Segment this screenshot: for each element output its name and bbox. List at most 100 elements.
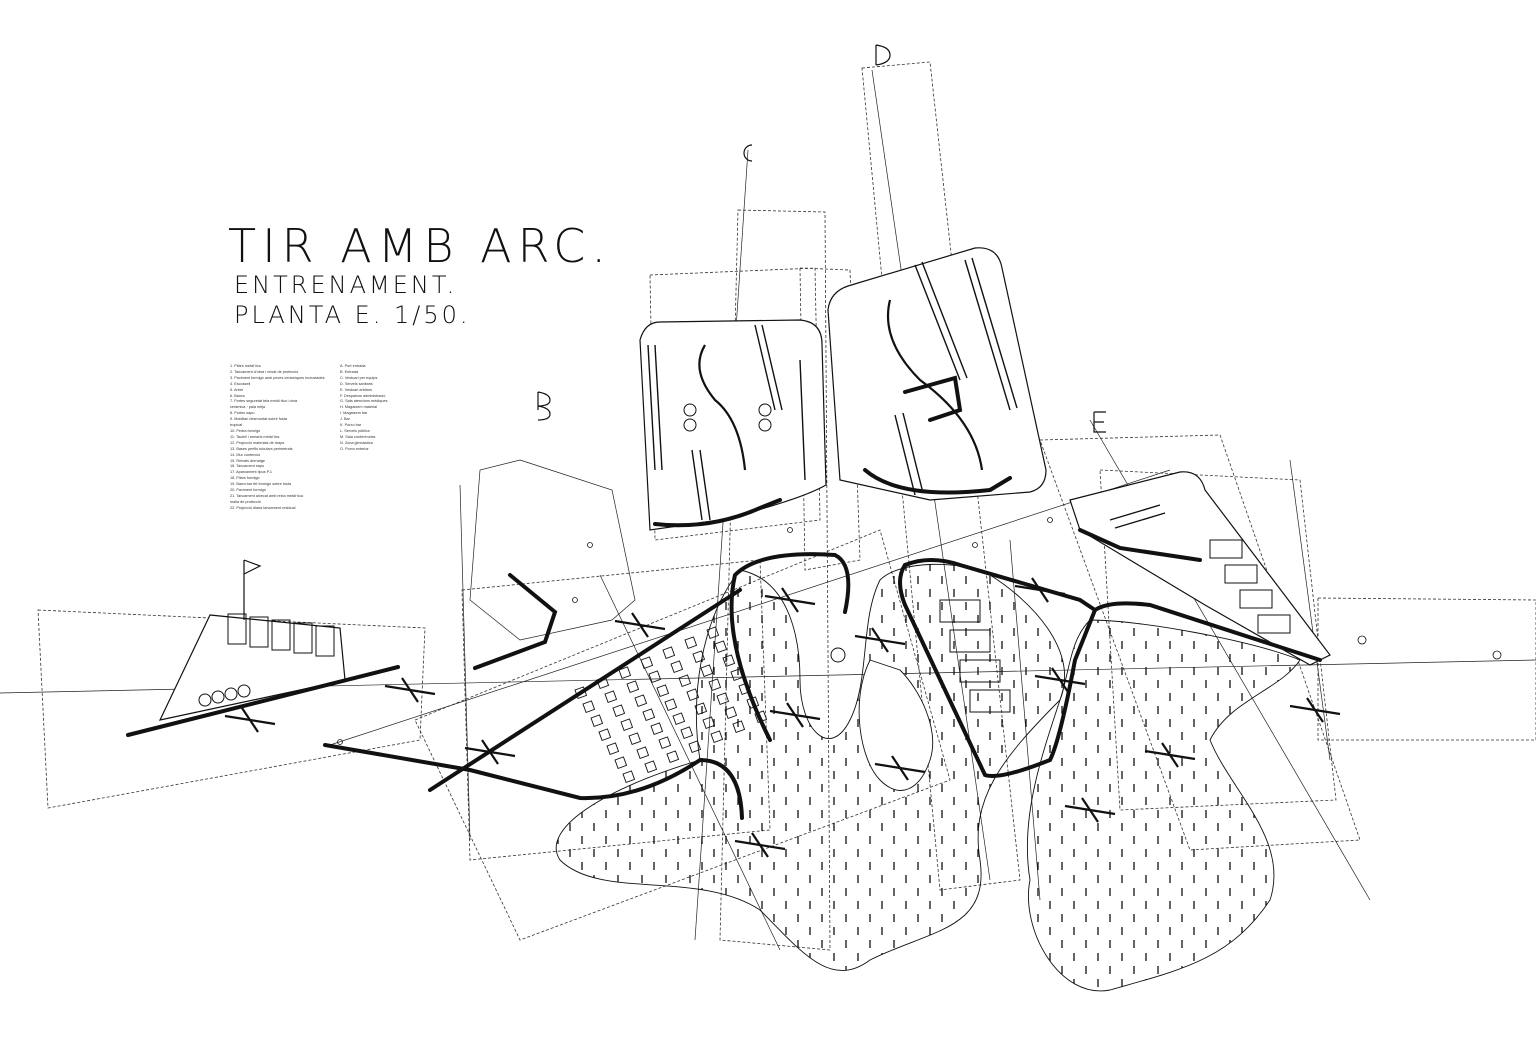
legend-item: I. Magatzem bar [340,411,368,416]
seat-square [684,636,698,650]
legend-item: 9. Mobiliari desmuntat sobre fusta [230,417,287,422]
seat-square [722,654,736,668]
legend-item: 14. Mur contenció [230,452,261,457]
legend-item: 1. Pilars metàl·lics [230,364,261,368]
column-points [337,517,1502,745]
seat-square [648,670,662,684]
seat-square [628,732,642,746]
seat-square [714,640,728,654]
grass-zones [555,563,1301,992]
legend-item: D. Serveis sanitaris [340,381,373,386]
seat-square [626,680,640,694]
seat-square [642,708,656,722]
seat-square [644,760,658,774]
target-marker [224,707,276,733]
target-marker [874,755,926,781]
title-line-1: TIR AMB ARC. [228,219,613,273]
legend-item: 15. Reixats drenatge [230,458,266,463]
seat-square [716,692,730,706]
target-marker [1144,742,1196,768]
seat-square [706,626,720,640]
seat-square [732,720,746,734]
target-marker [764,587,816,613]
seat-square [672,712,686,726]
curved-arcs [698,299,984,471]
seat-square [724,706,738,720]
title-line-2: ENTRENAMENT. [234,271,458,299]
target-marker [1014,577,1066,603]
seat-square [634,694,648,708]
legend-item: A. Port entrada [340,364,366,368]
target-marker [1064,797,1116,823]
target-marker [464,739,516,765]
legend-item: 6. Bancs [230,393,245,398]
seat-square [692,650,706,664]
seat-square [664,698,678,712]
legend-item: 10. Pedra formigó [230,428,261,433]
legend-item: H. Magatzem material [340,405,378,410]
benches [647,257,1166,529]
legend-item: E. Vestuari arbitres [340,387,373,392]
legend-item: 11. Taulell i armaris metàl·lics [230,434,280,439]
legend-item: 20. Paviment formigó [230,488,266,493]
target-marker [1034,667,1086,693]
target-marker [734,832,786,858]
seat-square [656,684,670,698]
legend-item: 21. Tancament aixecat amb reixa metàl·li… [230,493,303,498]
legend-item: 2. Tancament d'obra i reixat de protecci… [230,369,299,374]
booths [198,403,1291,713]
seat-square [688,740,702,754]
legend-item: B. Entrada [340,369,358,374]
seat-square [598,728,612,742]
seat-square [612,704,626,718]
legend-item: 13. Bases perfils tubulars perimetrals [230,446,293,451]
legend-item: tropical [230,423,243,428]
seat-square [708,678,722,692]
legend-item: K. Porxo bar [340,423,362,428]
target-marker [769,702,821,728]
legend-item: 19. Barra bar fet formigó sobre fusta [230,482,291,487]
seat-square [658,736,672,750]
main-rails [126,375,1322,820]
seat-square [702,716,716,730]
legend-item: 4. Escossell [230,381,251,386]
seat-square [614,756,628,770]
target-marker [1289,697,1341,723]
target-marker [854,627,906,653]
seat-square [606,742,620,756]
legend-item: malla de protecció [230,499,261,504]
seat-square [620,718,634,732]
legend-item: L. Serveis públics [340,428,370,433]
legend-item: 12. Projecció materials de draps [230,440,285,445]
seat-square [640,656,654,670]
seat-square [710,730,724,744]
seat-square [622,770,636,784]
legend-item: 22. Projecció diana tancament residual [230,505,296,510]
seat-square [582,700,596,714]
legend-item: F. Despatxos administració [340,393,386,398]
legend-item: 8. Portes sapu [230,411,255,416]
seat-square [686,688,700,702]
seat-square [680,726,694,740]
legend-item: G. Sala atencions mèdiques [340,399,388,404]
seat-square [666,750,680,764]
seat-square [650,722,664,736]
legend-item: J. Bar [340,417,350,422]
legend-item: M. Sala conferències [340,434,376,439]
seat-square [618,666,632,680]
legend-item: 16. Tancament sapu [230,464,265,469]
legend-item: 17. Aparcament tipus P.1 [230,470,272,475]
legend-item: 7. Portes seguretat tela metàl·lica i ob… [230,399,298,404]
target-marker [614,612,666,638]
legend-item: 5. Arbre [230,387,244,392]
legend-item: O. Porxo exterior [340,446,369,451]
legend-item: N. Zona gimnàstica [340,440,373,445]
target-markers [224,577,1341,858]
legend-item: ceràmica · pala mitja [230,405,266,410]
section-markers [243,44,1106,620]
legend-item: 18. Pilars formigó [230,476,260,481]
legend-item: C. Vestuari per equips [340,375,378,380]
